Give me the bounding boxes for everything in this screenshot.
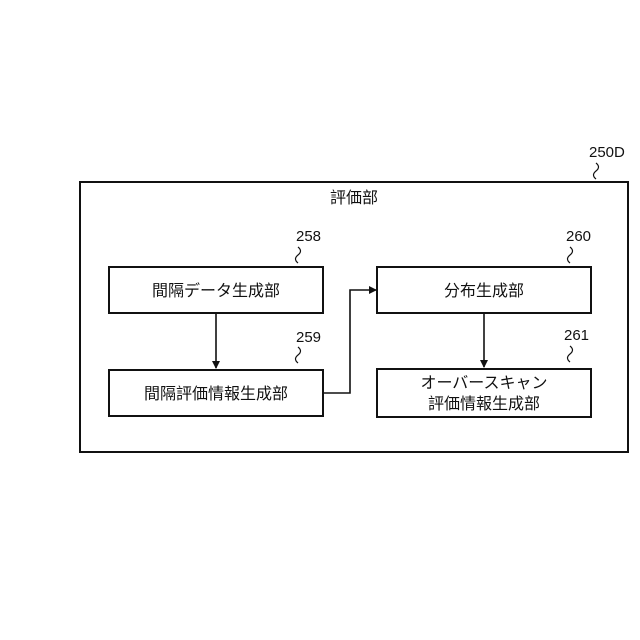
block-ref-distribution: 260 xyxy=(566,229,591,245)
block-ref-interval-data: 258 xyxy=(296,229,321,245)
block-label-interval-eval: 間隔評価情報生成部 xyxy=(144,383,288,404)
block-overscan-eval: オーバースキャン 評価情報生成部 xyxy=(376,368,592,418)
leader-260 xyxy=(568,247,573,263)
block-interval-eval: 間隔評価情報生成部 xyxy=(108,369,324,417)
leader-259 xyxy=(296,347,301,363)
block-label-overscan-eval: オーバースキャン 評価情報生成部 xyxy=(420,372,547,414)
block-label-distribution: 分布生成部 xyxy=(444,280,524,301)
block-label-interval-data: 間隔データ生成部 xyxy=(152,280,280,301)
container-ref-label: 250D xyxy=(589,145,625,161)
leader-258 xyxy=(296,247,301,263)
block-ref-interval-eval: 259 xyxy=(296,330,321,346)
block-ref-overscan-eval: 261 xyxy=(564,328,589,344)
leader-250D xyxy=(594,163,599,179)
arrow-interval-eval-to-distribution xyxy=(324,290,376,393)
block-interval-data: 間隔データ生成部 xyxy=(108,266,324,314)
leader-261 xyxy=(568,346,573,362)
block-distribution: 分布生成部 xyxy=(376,266,592,314)
container-title: 評価部 xyxy=(314,189,394,207)
